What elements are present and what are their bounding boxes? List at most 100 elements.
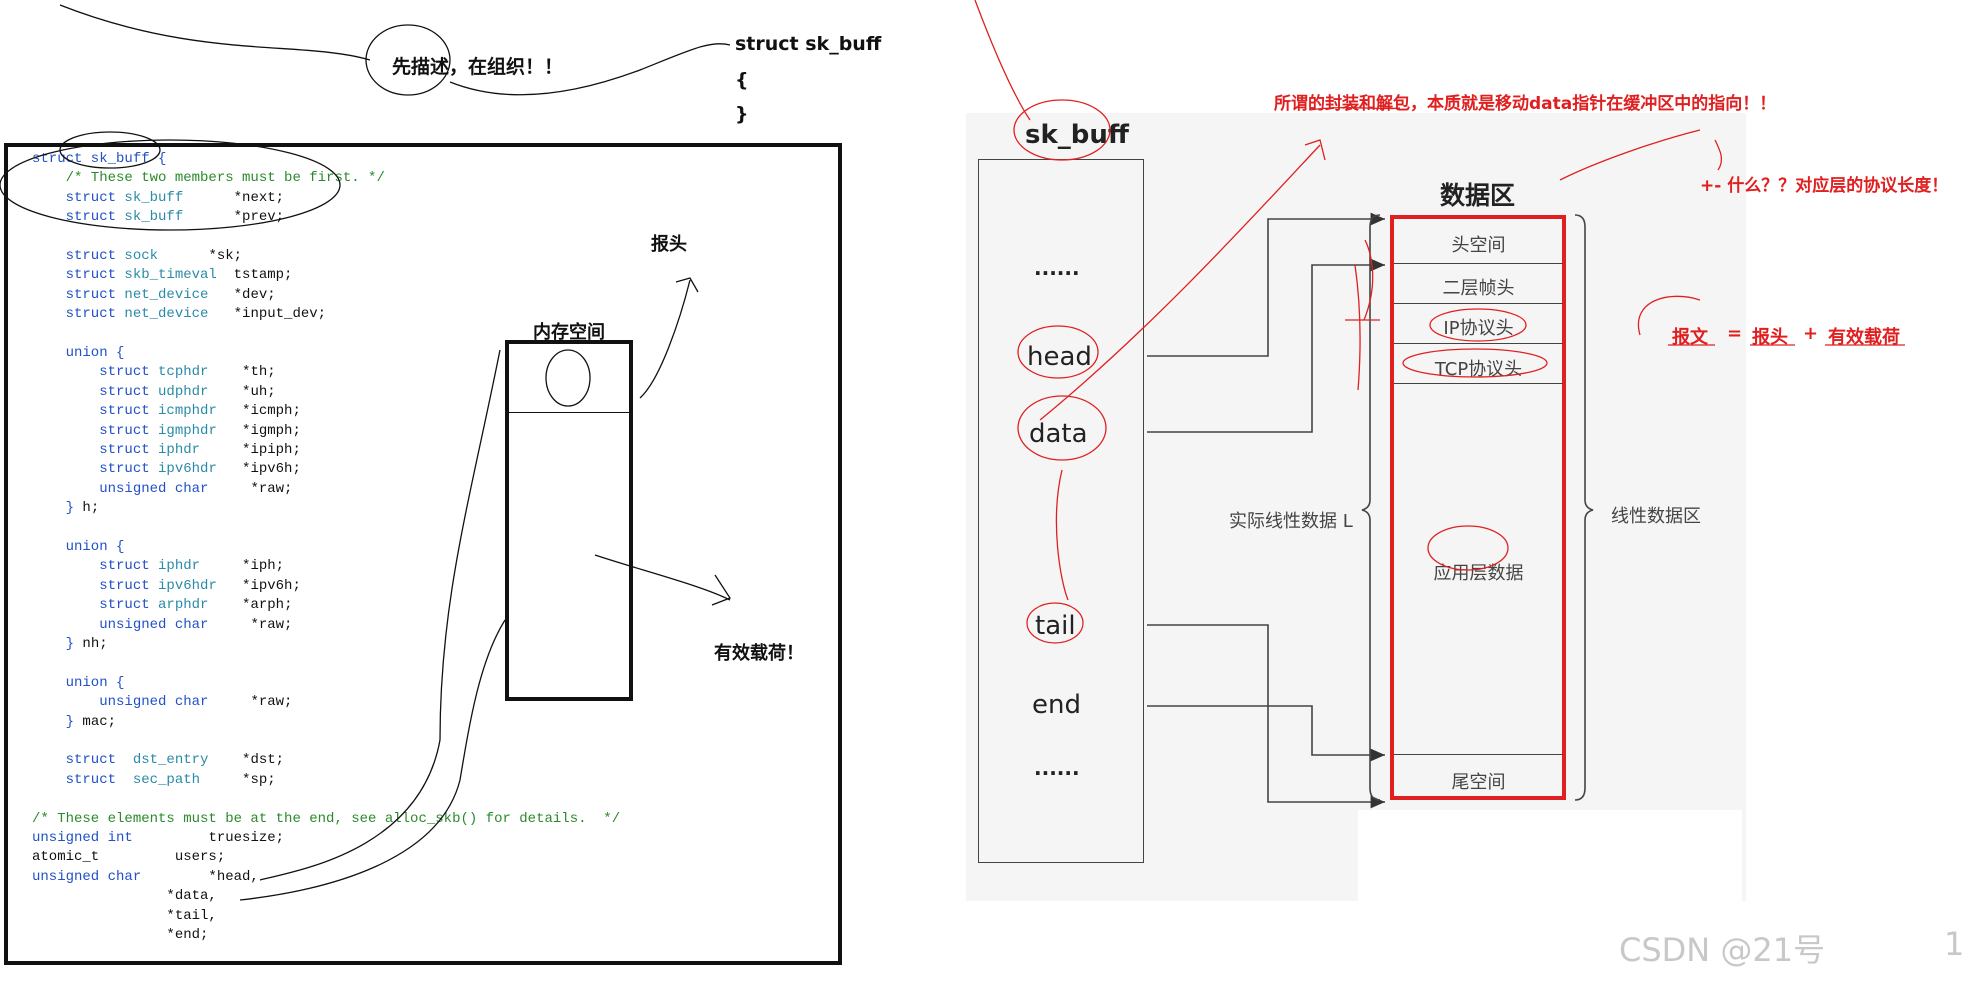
code-token: struct <box>32 461 159 478</box>
right-brace <box>1574 214 1594 801</box>
code-line: struct icmphdr *icmph; <box>32 401 301 421</box>
note-describe-first: 先描述，在组织！！ <box>392 56 564 78</box>
tail-arrow <box>1147 624 1385 809</box>
code-line: } mac; <box>32 712 116 732</box>
code-token: *th; <box>208 364 276 381</box>
code-token: igmphdr <box>158 422 217 439</box>
code-token: /* These elements must be at the end, se… <box>32 810 621 827</box>
code-token: struct <box>32 248 125 264</box>
data-area-box <box>1390 215 1566 800</box>
code-token: *raw; <box>208 694 293 711</box>
code-line: unsigned char *raw; <box>32 615 292 635</box>
code-line: struct udphdr *uh; <box>32 382 275 402</box>
code-line: union { <box>32 343 125 363</box>
code-panel: struct sk_buff { /* These two members mu… <box>4 143 842 965</box>
code-token: *input_dev; <box>208 306 327 323</box>
code-token: *arph; <box>208 597 293 614</box>
memory-divider <box>509 412 629 413</box>
code-line: struct sk_buff *next; <box>32 188 284 208</box>
code-token: union { <box>32 345 125 361</box>
code-line: /* These two members must be first. */ <box>32 168 385 188</box>
code-line: /* These elements must be at the end, se… <box>32 809 620 829</box>
code-token: dst_entry <box>132 752 209 769</box>
cell-divider-2 <box>1394 303 1563 304</box>
code-token: icmphdr <box>158 403 217 420</box>
field-tail: tail <box>1035 611 1076 641</box>
code-token: unsigned char <box>32 616 209 633</box>
code-token: nh; <box>82 636 108 652</box>
code-line: struct skb_timeval tstamp; <box>32 265 293 285</box>
pointer-arrows <box>1147 212 1385 809</box>
cell-l2-header: 二层帧头 <box>1442 278 1515 299</box>
skbuff-struct-box <box>978 159 1144 863</box>
code-line: struct arphdr *arph; <box>32 595 292 615</box>
field-dots-top: ...... <box>1034 256 1080 280</box>
code-token: } <box>32 636 83 652</box>
code-line: unsigned char *raw; <box>32 692 292 712</box>
code-token: *ipv6h; <box>216 461 301 478</box>
code-line: union { <box>32 537 125 557</box>
code-token: atomic_t users; <box>32 849 226 866</box>
code-token: struct <box>32 209 125 226</box>
code-token: *igmph; <box>216 422 301 439</box>
formula-plus: + <box>1803 323 1819 344</box>
note-struct-title: struct sk_buff <box>735 33 882 55</box>
end-arrow <box>1147 705 1385 762</box>
code-token: *raw; <box>208 480 293 497</box>
code-line: struct dst_entry *dst; <box>32 750 284 770</box>
formula-message: 报文 <box>1672 327 1708 348</box>
code-token: struct <box>32 577 159 594</box>
code-token: tcphdr <box>158 364 209 381</box>
label-linear-area: 线性数据区 <box>1611 506 1701 527</box>
code-line: *data, <box>32 886 216 906</box>
code-token: struct <box>32 597 159 614</box>
code-token: unsigned char <box>32 480 209 497</box>
code-token: mac; <box>82 713 117 730</box>
code-token: udphdr <box>158 383 209 400</box>
code-token: *icmph; <box>216 403 301 420</box>
code-token: union { <box>32 539 125 555</box>
code-token: skb_timeval <box>124 267 217 284</box>
code-token: arphdr <box>158 597 209 614</box>
label-memory-space: 内存空间 <box>533 322 605 343</box>
code-line: struct iphdr *ipiph; <box>32 440 301 460</box>
code-line: struct sock *sk; <box>32 246 242 266</box>
code-line: struct ipv6hdr *ipv6h; <box>32 459 301 479</box>
field-data: data <box>1029 419 1088 449</box>
code-token: struct <box>32 771 133 788</box>
code-token: struct <box>32 558 159 575</box>
code-token: union { <box>32 674 125 691</box>
code-line: struct iphdr *iph; <box>32 556 284 576</box>
code-token: *raw; <box>208 616 293 633</box>
code-token: ipv6hdr <box>158 577 217 594</box>
note-plus-minus: +- 什么？？对应层的协议长度！ <box>1700 176 1949 196</box>
code-token: *ipv6h; <box>216 577 301 594</box>
cell-ip-header: IP协议头 <box>1443 318 1514 339</box>
code-token: *head, <box>141 868 259 885</box>
code-token: net_device <box>124 306 209 323</box>
formula-eq: = <box>1727 323 1743 344</box>
code-token: *tail, <box>32 907 217 924</box>
code-line: unsigned char *raw; <box>32 479 292 499</box>
code-token: *next; <box>183 189 285 206</box>
cell-tailroom: 尾空间 <box>1451 772 1506 793</box>
cell-divider-3 <box>1394 343 1563 344</box>
code-token: struct <box>32 442 159 458</box>
label-header: 报头 <box>651 234 687 255</box>
note-brace-open: { <box>735 69 749 91</box>
code-line: struct sk_buff *prev; <box>32 207 284 227</box>
code-token: tstamp; <box>216 267 293 284</box>
code-token: sock <box>124 248 159 264</box>
field-end: end <box>1032 690 1081 720</box>
hand-strokes-left <box>0 4 731 901</box>
code-line: atomic_t users; <box>32 847 225 867</box>
code-line: struct tcphdr *th; <box>32 362 276 382</box>
code-token: h; <box>82 500 100 517</box>
code-token: struct <box>32 383 159 400</box>
code-line: unsigned char *head, <box>32 867 259 887</box>
code-line: } nh; <box>32 634 108 654</box>
head-arrow <box>1147 212 1385 357</box>
code-token: *ipiph; <box>200 442 301 458</box>
left-brace <box>1361 214 1381 801</box>
